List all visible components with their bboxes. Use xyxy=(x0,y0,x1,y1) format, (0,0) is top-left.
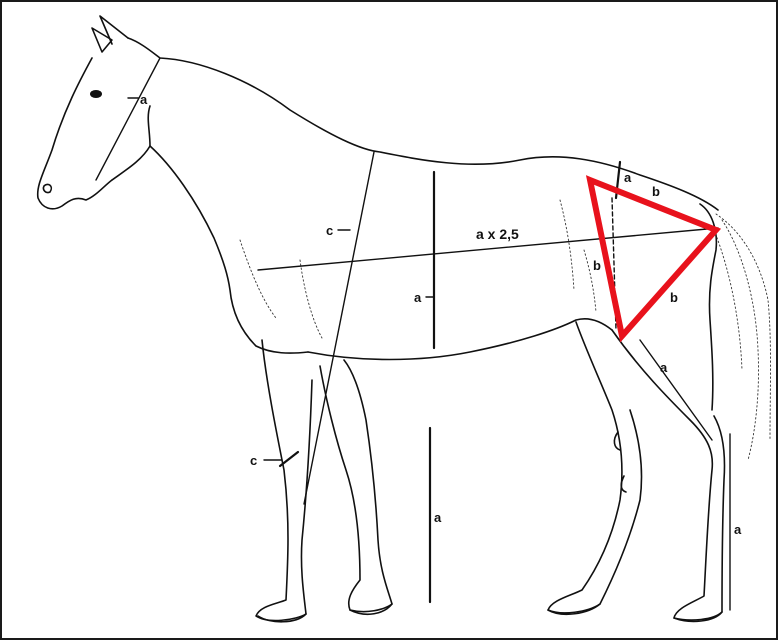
front-height-label: a xyxy=(434,510,442,525)
cannon-c-mark xyxy=(280,452,298,466)
rear-height-label: a xyxy=(734,522,742,537)
hind-a-line xyxy=(640,340,712,440)
measurement-lines: a a x 2,5 a c c a b b b a a a xyxy=(96,58,742,610)
head-a-label: a xyxy=(140,92,148,107)
hind-leg-far xyxy=(548,322,642,613)
shoulder-c-line xyxy=(304,152,374,504)
hoof-front-far xyxy=(350,604,392,614)
front-leg-near xyxy=(256,340,312,620)
horse-outline xyxy=(38,16,771,622)
head-length-line xyxy=(96,58,160,180)
ear-left xyxy=(92,28,112,52)
jaw-line xyxy=(112,106,150,180)
face-front xyxy=(38,58,112,209)
hip-b-top-label: b xyxy=(652,184,660,199)
body-length-label: a x 2,5 xyxy=(476,226,519,242)
tail xyxy=(714,214,771,460)
eye xyxy=(90,90,102,98)
barrel-detail xyxy=(560,200,596,312)
nostril xyxy=(43,184,51,192)
hip-a-label: a xyxy=(624,170,632,185)
hip-b-right-label: b xyxy=(670,290,678,305)
hip-b-left-label: b xyxy=(593,258,601,273)
shoulder-detail xyxy=(240,240,322,338)
front-leg-far xyxy=(320,360,392,612)
cannon-c-label: c xyxy=(250,453,257,468)
belly-line xyxy=(308,319,612,360)
ear-right xyxy=(100,16,128,44)
hind-a-label: a xyxy=(660,360,668,375)
shoulder-c-label: c xyxy=(326,223,333,238)
hip-triangle-highlight xyxy=(590,180,716,336)
hind-leg-near xyxy=(612,330,725,620)
neck-underside xyxy=(150,146,308,353)
trunk-a-label: a xyxy=(414,290,422,305)
